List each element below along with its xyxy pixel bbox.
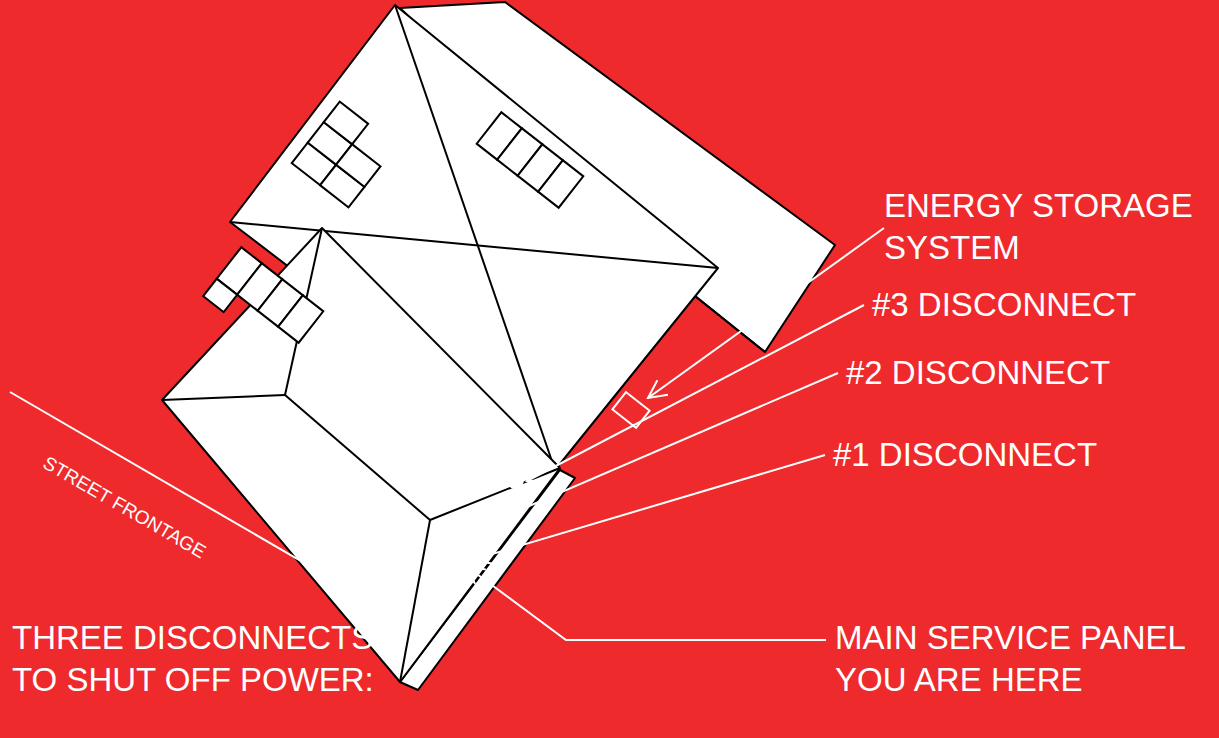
disconnect-3 xyxy=(506,471,524,489)
callout-label: #1 DISCONNECT xyxy=(833,434,1203,476)
disconnect-1 xyxy=(448,548,468,568)
storage-label: ENERGY STORAGE SYSTEM xyxy=(884,185,1214,269)
note-label: THREE DISCONNECTS TO SHUT OFF POWER: xyxy=(12,617,402,701)
leader-lines xyxy=(466,228,884,640)
disconnect-2 xyxy=(477,509,495,527)
street-label: STREET FRONTAGE xyxy=(39,452,209,563)
street-line xyxy=(10,392,325,575)
wing-roof xyxy=(162,228,560,682)
callout-label: #2 DISCONNECT xyxy=(846,352,1206,394)
solar-panels xyxy=(203,102,583,361)
energy-storage-box xyxy=(612,392,649,428)
panel-label: MAIN SERVICE PANEL YOU ARE HERE xyxy=(835,617,1195,701)
callout-label: #3 DISCONNECT xyxy=(872,284,1212,326)
